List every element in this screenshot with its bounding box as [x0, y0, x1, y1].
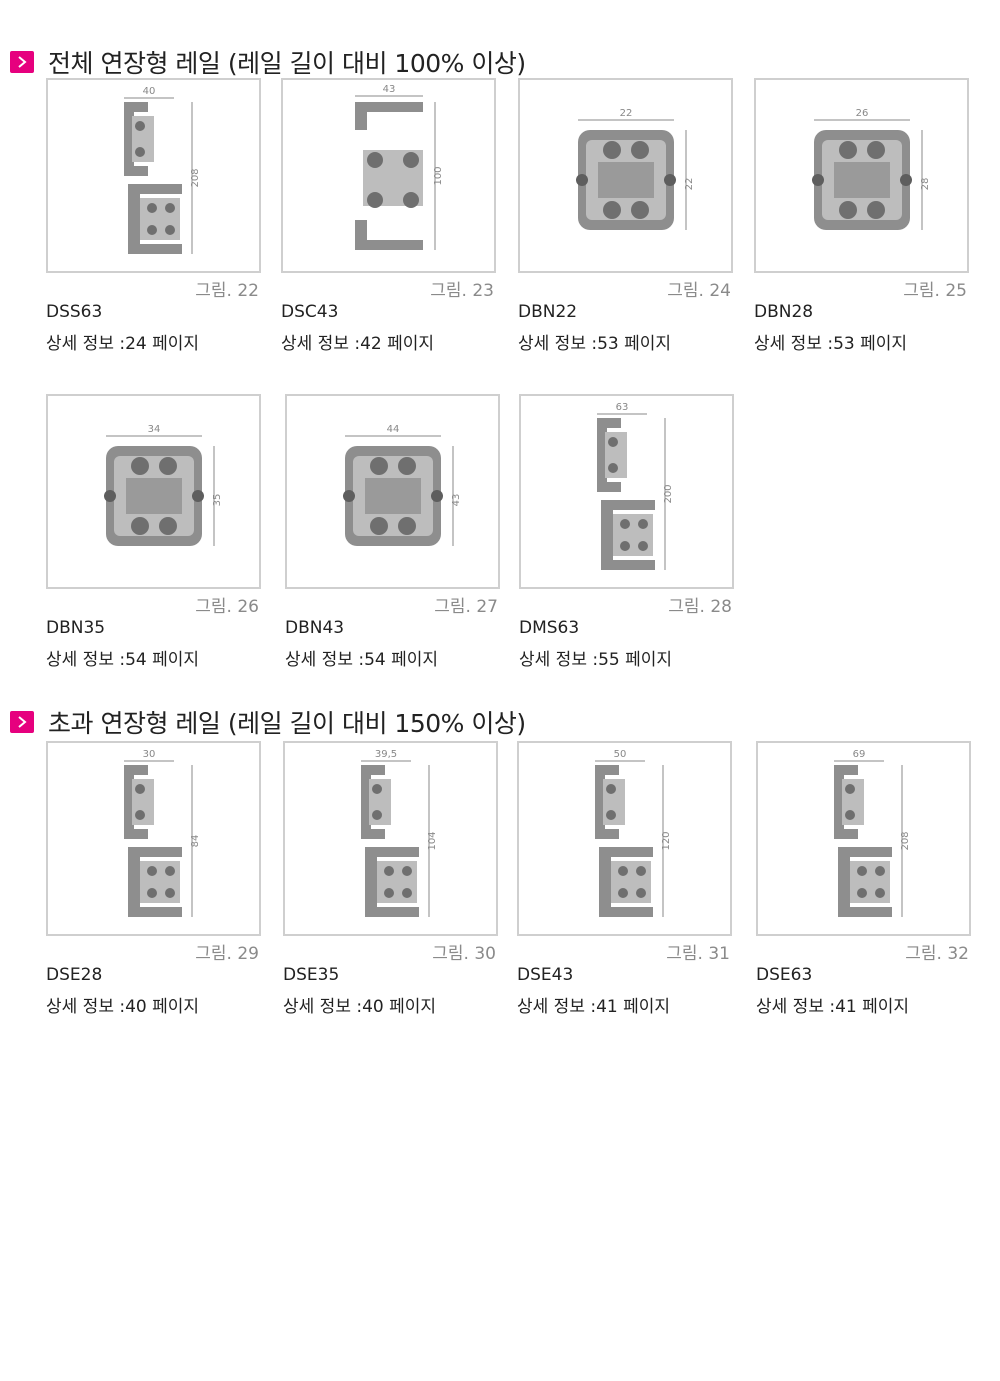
figure-frame: 30 84 [46, 741, 261, 936]
model-name: DBN28 [754, 302, 814, 322]
model-name: DBN43 [285, 618, 345, 638]
section-title-over-extension: 초과 연장형 레일 (레일 길이 대비 150% 이상) [10, 704, 526, 740]
detail-info: 상세 정보 :41 페이지 [756, 997, 910, 1017]
height-dimension-label: 43 [451, 494, 462, 507]
detail-info: 상세 정보 :54 페이지 [285, 650, 439, 670]
model-name: DSC43 [281, 302, 339, 322]
rail-cross-section-drawing: 22 22 [576, 108, 695, 230]
product-card: 63 200 그림. 28 DMS63 상세 정보 :55 페이지 [519, 394, 734, 670]
height-dimension-label: 208 [190, 168, 201, 187]
model-name: DBN35 [46, 618, 106, 638]
height-dimension-label: 208 [900, 831, 911, 850]
figure-number: 그림. 23 [430, 281, 494, 301]
width-dimension-label: 69 [853, 749, 866, 760]
figure-frame: 63 200 [519, 394, 734, 589]
width-dimension-label: 63 [616, 402, 629, 413]
figure-number: 그림. 31 [666, 944, 730, 964]
product-card: 40 208 그림. 22 DSS63 상세 정보 :24 페이지 [46, 78, 261, 354]
figure-number: 그림. 27 [434, 597, 498, 617]
model-name: DSE35 [283, 965, 340, 985]
figure-number: 그림. 24 [667, 281, 731, 301]
rail-cross-section-drawing: 63 200 [597, 402, 674, 570]
width-dimension-label: 30 [143, 749, 156, 760]
width-dimension-label: 34 [148, 424, 161, 435]
product-card: 44 43 그림. 27 DBN43 상세 정보 :54 페이지 [285, 394, 500, 670]
product-card: 39,5 104 그림. 30 DSE35 상세 정보 :40 페이지 [283, 741, 498, 1017]
detail-info: 상세 정보 :40 페이지 [46, 997, 200, 1017]
model-name: DSE43 [517, 965, 574, 985]
figure-number: 그림. 28 [668, 597, 732, 617]
chevron-right-icon [10, 51, 34, 73]
rail-cross-section-drawing: 30 84 [124, 749, 201, 917]
product-card: 26 28 그림. 25 DBN28 상세 정보 :53 페이지 [754, 78, 969, 354]
model-name: DSS63 [46, 302, 103, 322]
rail-cross-section-drawing: 43 100 [355, 84, 444, 250]
chevron-right-icon [10, 711, 34, 733]
detail-info: 상세 정보 :54 페이지 [46, 650, 200, 670]
height-dimension-label: 104 [427, 831, 438, 850]
detail-info: 상세 정보 :55 페이지 [519, 650, 673, 670]
model-name: DSE28 [46, 965, 103, 985]
product-card: 69 208 그림. 32 DSE63 상세 정보 :41 페이지 [756, 741, 971, 1017]
height-dimension-label: 100 [433, 166, 444, 185]
detail-info: 상세 정보 :53 페이지 [518, 334, 672, 354]
product-card: 43 100 그림. 23 DSC43 상세 정보 :42 페이지 [281, 78, 496, 354]
height-dimension-label: 22 [684, 178, 695, 191]
figure-frame: 26 28 [754, 78, 969, 273]
width-dimension-label: 40 [143, 86, 156, 97]
detail-info: 상세 정보 :24 페이지 [46, 334, 200, 354]
figure-number: 그림. 29 [195, 944, 259, 964]
figure-frame: 44 43 [285, 394, 500, 589]
rail-cross-section-drawing: 26 28 [812, 108, 931, 230]
model-name: DBN22 [518, 302, 578, 322]
model-name: DMS63 [519, 618, 580, 638]
rail-cross-section-drawing: 40 208 [124, 86, 201, 254]
width-dimension-label: 22 [620, 108, 633, 119]
detail-info: 상세 정보 :42 페이지 [281, 334, 435, 354]
figure-frame: 50 120 [517, 741, 732, 936]
detail-info: 상세 정보 :41 페이지 [517, 997, 671, 1017]
rail-cross-section-drawing: 69 208 [834, 749, 911, 917]
width-dimension-label: 39,5 [375, 749, 397, 760]
figure-number: 그림. 30 [432, 944, 496, 964]
rail-cross-section-drawing: 50 120 [595, 749, 672, 917]
figure-frame: 69 208 [756, 741, 971, 936]
rail-cross-section-drawing: 34 35 [104, 424, 223, 546]
width-dimension-label: 50 [614, 749, 627, 760]
figure-frame: 39,5 104 [283, 741, 498, 936]
height-dimension-label: 35 [212, 494, 223, 507]
model-name: DSE63 [756, 965, 813, 985]
height-dimension-label: 28 [920, 178, 931, 191]
height-dimension-label: 200 [663, 484, 674, 503]
figure-frame: 40 208 [46, 78, 261, 273]
figure-number: 그림. 26 [195, 597, 259, 617]
detail-info: 상세 정보 :40 페이지 [283, 997, 437, 1017]
section-title-text: 초과 연장형 레일 (레일 길이 대비 150% 이상) [48, 709, 526, 738]
figure-number: 그림. 25 [903, 281, 967, 301]
width-dimension-label: 43 [383, 84, 396, 95]
figure-frame: 34 35 [46, 394, 261, 589]
width-dimension-label: 26 [856, 108, 869, 119]
width-dimension-label: 44 [387, 424, 400, 435]
figure-frame: 43 100 [281, 78, 496, 273]
figure-frame: 22 22 [518, 78, 733, 273]
height-dimension-label: 120 [661, 831, 672, 850]
product-card: 34 35 그림. 26 DBN35 상세 정보 :54 페이지 [46, 394, 261, 670]
product-card: 22 22 그림. 24 DBN22 상세 정보 :53 페이지 [518, 78, 733, 354]
section-title-full-extension: 전체 연장형 레일 (레일 길이 대비 100% 이상) [10, 44, 526, 80]
section-title-text: 전체 연장형 레일 (레일 길이 대비 100% 이상) [48, 49, 526, 78]
figure-number: 그림. 32 [905, 944, 969, 964]
figure-number: 그림. 22 [195, 281, 259, 301]
product-card: 30 84 그림. 29 DSE28 상세 정보 :40 페이지 [46, 741, 261, 1017]
height-dimension-label: 84 [190, 835, 201, 848]
detail-info: 상세 정보 :53 페이지 [754, 334, 908, 354]
rail-cross-section-drawing: 44 43 [343, 424, 462, 546]
product-card: 50 120 그림. 31 DSE43 상세 정보 :41 페이지 [517, 741, 732, 1017]
rail-cross-section-drawing: 39,5 104 [361, 749, 438, 917]
